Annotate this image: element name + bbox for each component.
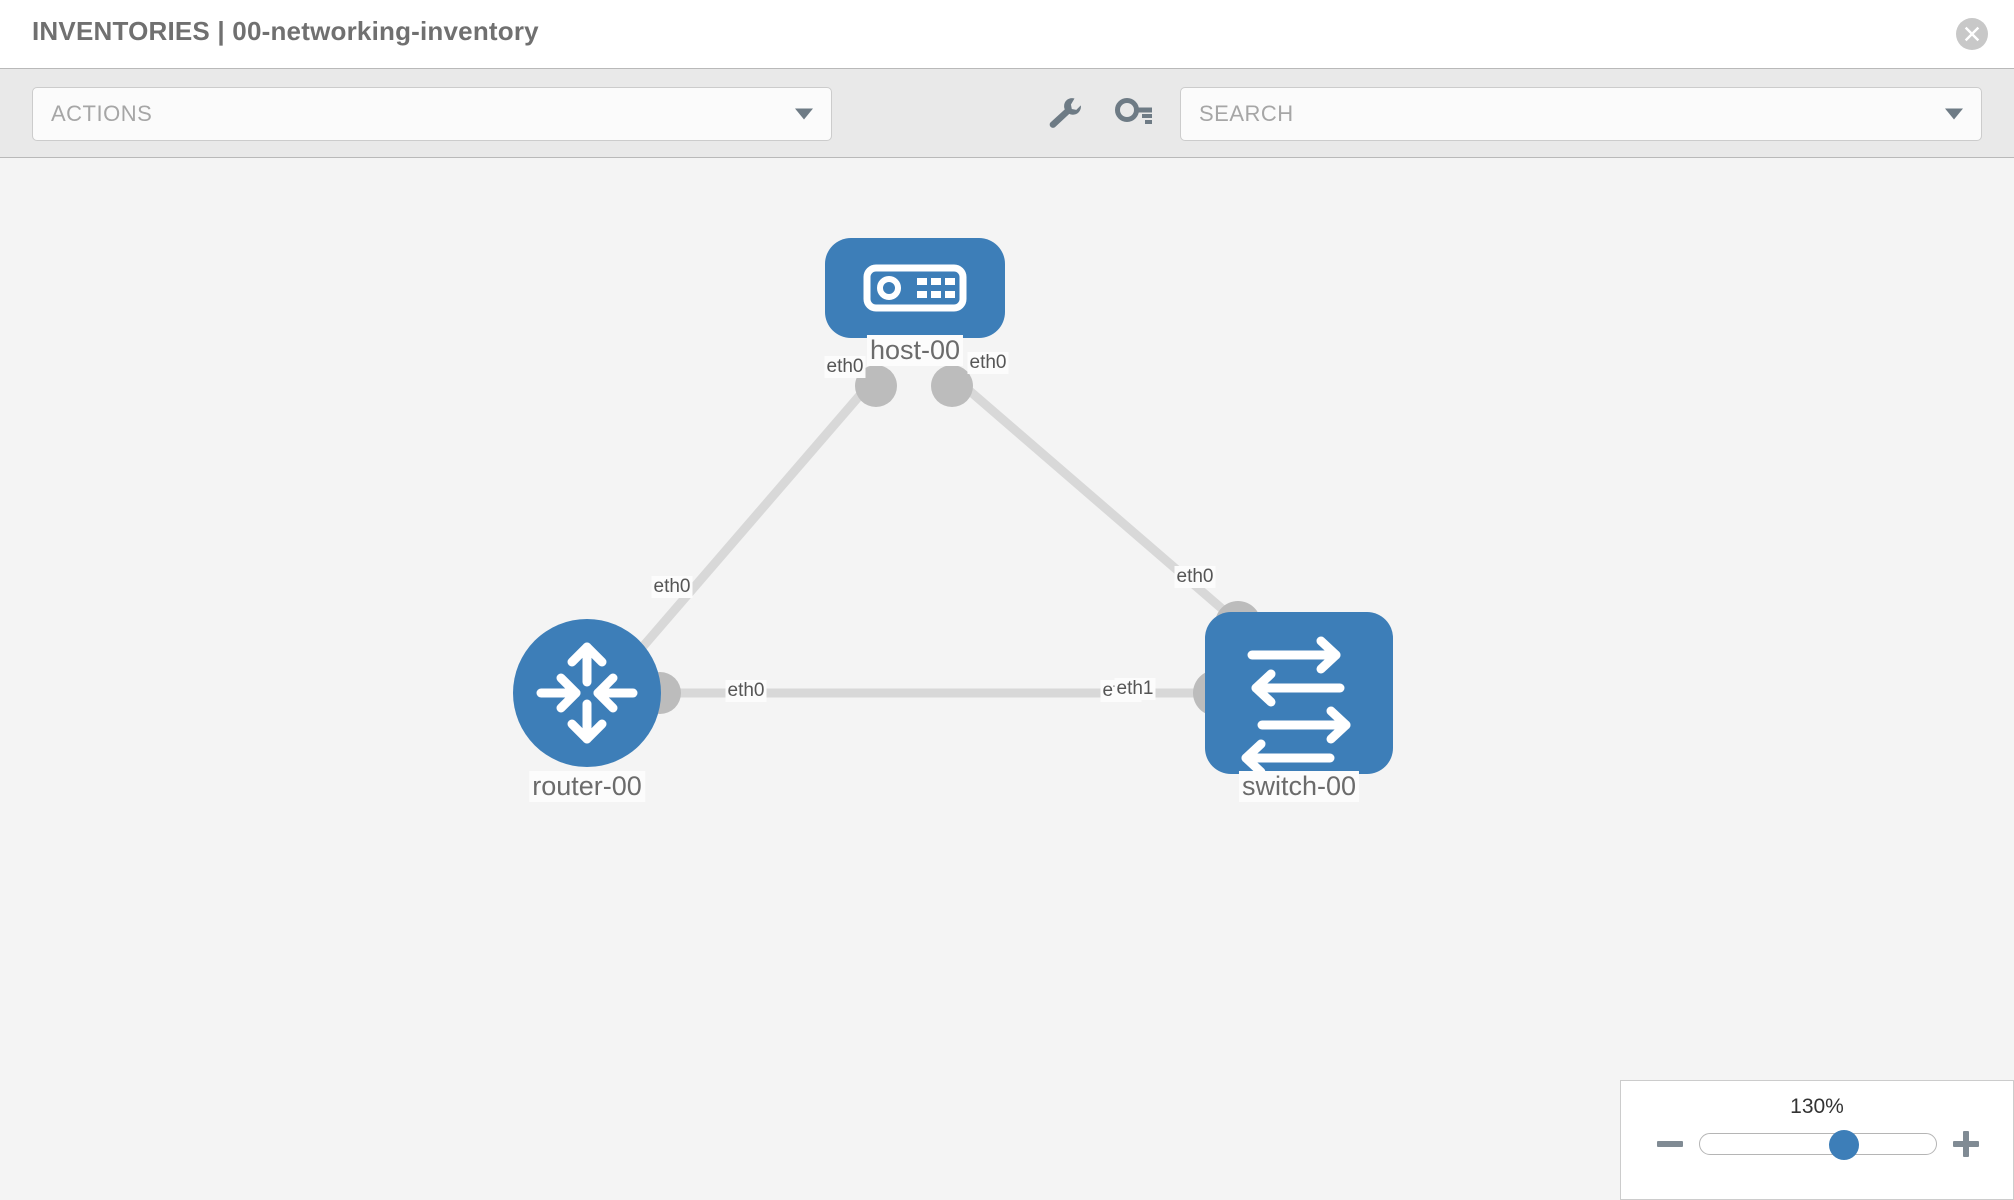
wrench-icon[interactable] bbox=[1042, 93, 1086, 135]
zoom-percent-label: 130% bbox=[1790, 1095, 1844, 1118]
iface-label-router-eth0-up: eth0 bbox=[651, 576, 693, 598]
iface-label-host-eth0-left: eth0 bbox=[824, 356, 866, 378]
search-placeholder: SEARCH bbox=[1199, 101, 1294, 126]
topology-graph bbox=[513, 238, 1393, 777]
node-host-00[interactable] bbox=[825, 238, 1005, 338]
switch-arrows-icon bbox=[1241, 636, 1351, 777]
link-host-router bbox=[636, 377, 877, 653]
chevron-down-icon bbox=[1945, 108, 1963, 120]
key-icon[interactable] bbox=[1112, 93, 1156, 135]
zoom-slider-row bbox=[1621, 1125, 2014, 1165]
node-label-host-00: host-00 bbox=[866, 335, 964, 366]
close-icon[interactable] bbox=[1956, 18, 1988, 50]
iface-label-switch-eth0-up: eth0 bbox=[1174, 566, 1216, 588]
zoom-slider-track[interactable] bbox=[1699, 1130, 1937, 1160]
node-switch-00[interactable] bbox=[1205, 612, 1393, 777]
router-arrows-icon bbox=[536, 642, 638, 744]
zoom-slider-handle[interactable] bbox=[1828, 1130, 1859, 1160]
iface-label-router-eth0-right: eth0 bbox=[725, 680, 767, 702]
page-header: INVENTORIES | 00-networking-inventory bbox=[0, 0, 2014, 68]
actions-dropdown-label: ACTIONS bbox=[51, 101, 153, 126]
topology-canvas[interactable]: host-00 router-00 switch-00 eth0 eth0 et… bbox=[0, 158, 2014, 1200]
connector-host-left bbox=[855, 365, 897, 407]
chevron-down-icon bbox=[795, 108, 813, 120]
connector-host-right bbox=[931, 365, 973, 407]
iface-label-switch-eth1-left: eth1 bbox=[1114, 678, 1156, 700]
node-label-switch-00: switch-00 bbox=[1238, 771, 1360, 802]
zoom-in-button[interactable] bbox=[1951, 1129, 1981, 1159]
zoom-out-button[interactable] bbox=[1655, 1129, 1685, 1159]
node-label-router-00: router-00 bbox=[529, 771, 645, 802]
search-input[interactable]: SEARCH bbox=[1180, 87, 1982, 141]
iface-label-host-eth0-right: eth0 bbox=[967, 352, 1009, 374]
server-icon bbox=[863, 264, 967, 312]
actions-dropdown[interactable]: ACTIONS bbox=[32, 87, 832, 141]
zoom-control-panel: 130% bbox=[1620, 1080, 2014, 1200]
toolbar: ACTIONS SEARCH bbox=[0, 68, 2014, 158]
page-title: INVENTORIES | 00-networking-inventory bbox=[32, 16, 539, 46]
node-router-00[interactable] bbox=[513, 619, 661, 767]
